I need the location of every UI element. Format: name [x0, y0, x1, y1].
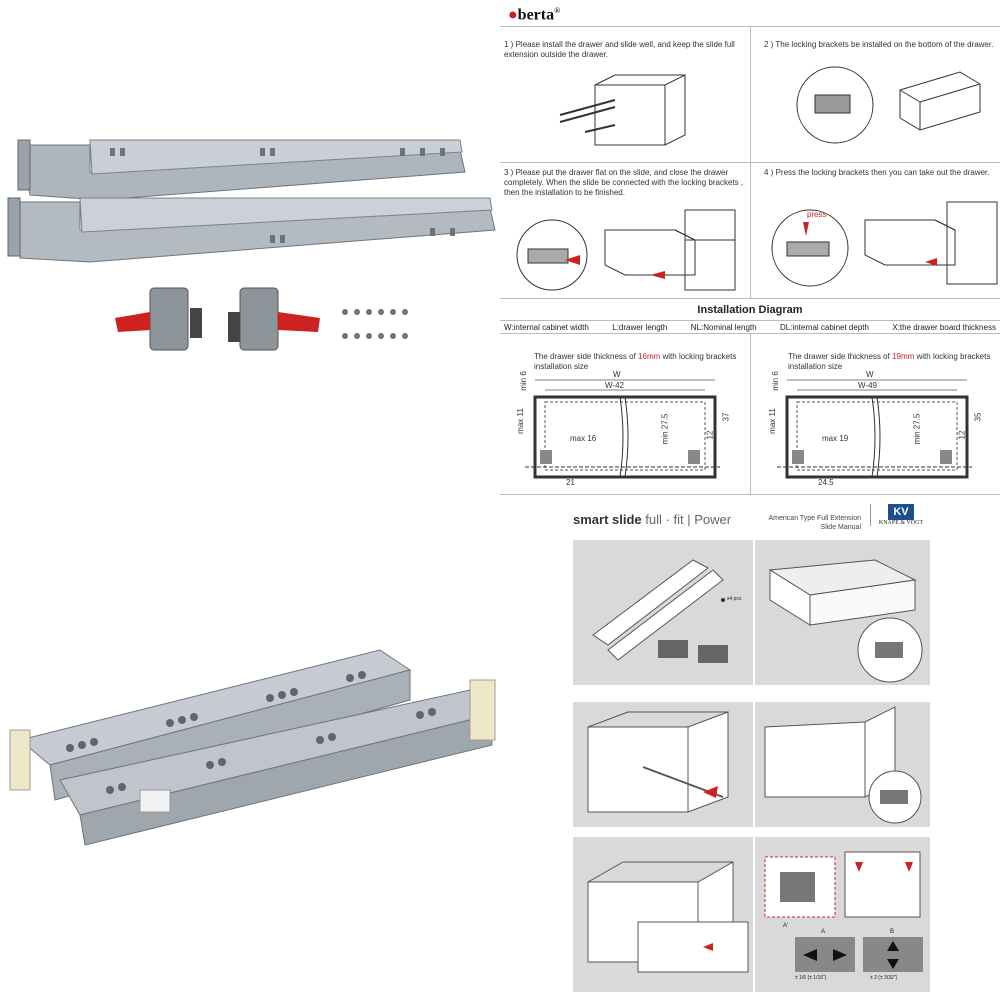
right-dim-max11: max 11: [767, 408, 777, 434]
right-caption-pre: The drawer side thickness of: [788, 352, 893, 361]
right-dim-max: max 19: [822, 434, 849, 443]
left-dim-min275: min 27.5: [660, 413, 670, 445]
product-photo-slides-closeup: [0, 630, 520, 860]
right-caption-thickness: 19mm: [892, 352, 915, 361]
step-1-description: Please install the drawer and slide well…: [504, 40, 735, 59]
step-2-number: 2 ): [764, 40, 774, 49]
kv-panel-2: [755, 540, 930, 685]
legend-dl: DL:internal cabinet depth: [779, 323, 869, 332]
step-4-description: Press the locking brackets then you can …: [775, 168, 990, 177]
kv-label-b: B: [890, 929, 895, 935]
kv-panel-6: A' A B ± 1/6 (± 1/16") ± 2 (± 3/32"): [755, 837, 930, 992]
kv-subtitle: American Type Full Extension Slide Manua…: [765, 514, 861, 532]
left-dim-max11: max 11: [515, 408, 525, 434]
step-3-description: Please put the drawer flat on the slide,…: [504, 168, 744, 197]
step-1-text: 1 ) Please install the drawer and slide …: [504, 40, 744, 60]
step-2-description: The locking brackets be installed on the…: [775, 40, 994, 49]
left-diagram-caption: The drawer side thickness of 16mm with l…: [534, 352, 744, 372]
kv-logo: KV KNAPE & VOGT: [870, 504, 931, 526]
kv-manual-sheet: smart slide full · fit | Power American …: [565, 500, 935, 1000]
left-cabinet-drawing: [520, 372, 740, 490]
right-dim-12: 12: [957, 430, 967, 440]
step-4-text: 4 ) Press the locking brackets then you …: [764, 168, 998, 178]
kv-product-name: smart slide full · fit | Power: [573, 512, 731, 527]
left-caption-pre: The drawer side thickness of: [534, 352, 639, 361]
diagram-title: Installation Diagram: [697, 304, 803, 316]
right-dim-min6: min 6: [770, 371, 780, 391]
press-label: press: [807, 210, 827, 219]
kv-logo-mark: KV: [888, 504, 914, 520]
left-dim-bottom: 21: [566, 478, 575, 487]
kv-subtitle-line2: Slide Manual: [820, 524, 861, 531]
kv-label-a: A: [821, 929, 826, 935]
product-photo-slides: [0, 90, 500, 390]
grid-horizontal-divider: [500, 162, 1000, 163]
left-dim-max: max 16: [570, 434, 597, 443]
step-1-illustration: [555, 70, 705, 150]
berta-instruction-sheet: ●berta® 1 ) Please install the drawer an…: [500, 0, 1000, 500]
right-dim-wminus: W-49: [858, 381, 877, 390]
legend-x: X:the drawer board thickness: [892, 323, 996, 332]
kv-product-fullfit: full · fit: [645, 512, 684, 527]
diagram-legend: W:internal cabinet width L:drawer length…: [500, 320, 1000, 334]
step-3-text: 3 ) Please put the drawer flat on the sl…: [504, 168, 744, 198]
left-caption-post: with locking brackets installation size: [534, 352, 737, 371]
diagram-divider: [750, 334, 751, 494]
step-4-illustration: [765, 200, 1000, 292]
diagram-bottom-rule: [500, 494, 1000, 495]
right-caption-post: with locking brackets installation size: [788, 352, 991, 371]
right-diagram-caption: The drawer side thickness of 19mm with l…: [788, 352, 994, 372]
step-3-number: 3 ): [504, 168, 514, 177]
right-dim-min275: min 27.5: [912, 413, 922, 445]
step-1-number: 1 ): [504, 40, 514, 49]
right-dim-bottom: 24.5: [818, 478, 834, 487]
kv-logo-name: KNAPE & VOGT: [878, 520, 924, 526]
left-caption-thickness: 16mm: [638, 352, 661, 361]
kv-screw-count: x4 pcs: [727, 596, 742, 602]
kv-label-a-prime: A': [783, 923, 789, 929]
legend-w: W:internal cabinet width: [504, 323, 589, 332]
legend-l: L:drawer length: [612, 323, 668, 332]
left-dim-12: 12: [705, 430, 715, 440]
kv-dim-b: ± 2 (± 3/32"): [870, 975, 898, 981]
berta-brand-name: berta: [517, 6, 555, 24]
kv-panel-5: [573, 837, 753, 992]
kv-product-smart: smart slide: [573, 512, 642, 527]
right-dim-w: W: [866, 370, 874, 379]
kv-panel-4: [755, 702, 930, 827]
step-2-text: 2 ) The locking brackets be installed on…: [764, 40, 998, 50]
left-dim-w: W: [613, 370, 621, 379]
berta-logo: ●berta®: [508, 6, 560, 24]
grid-bottom-divider: [500, 298, 1000, 299]
kv-panel-3: [573, 702, 753, 827]
right-cabinet-drawing: [772, 372, 992, 490]
berta-logo-mark: ●: [508, 6, 518, 24]
step-2-illustration: [790, 60, 990, 150]
kv-panel-1: x4 pcs: [573, 540, 753, 685]
legend-nl: NL:Nominal length: [690, 323, 757, 332]
left-dim-min6: min 6: [518, 371, 528, 391]
left-dim-wminus: W-42: [605, 381, 624, 390]
kv-subtitle-line1: American Type Full Extension: [768, 515, 861, 522]
kv-dim-a: ± 1/6 (± 1/16"): [795, 975, 827, 981]
kv-product-power: | Power: [687, 512, 732, 527]
berta-reg-mark: ®: [554, 6, 561, 15]
right-dim-right: 35: [973, 412, 983, 422]
left-dim-right: 37: [721, 412, 731, 422]
step-3-illustration: [510, 205, 745, 293]
step-4-number: 4 ): [764, 168, 774, 177]
